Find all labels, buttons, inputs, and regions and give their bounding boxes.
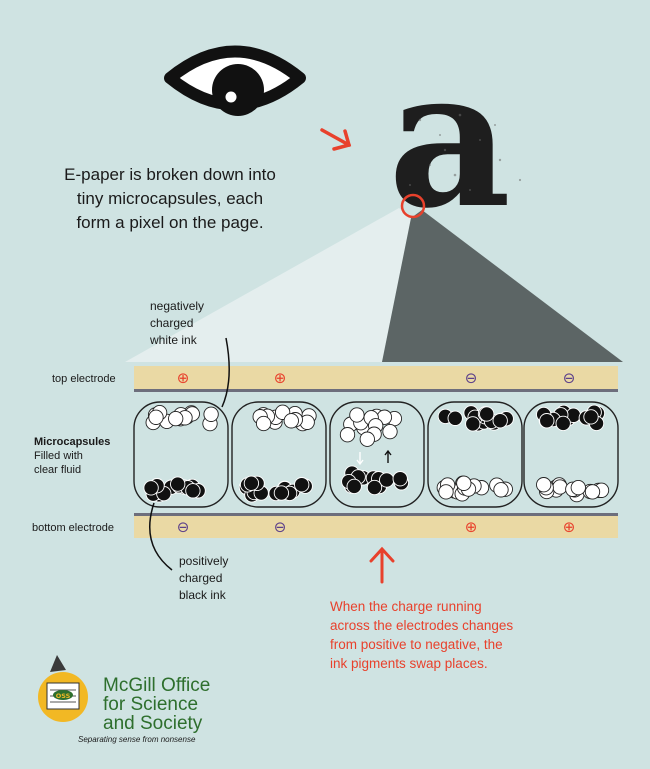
negative-ink-leader [221, 337, 230, 408]
logo-line-1: McGill Office [103, 675, 211, 696]
logo-tagline: Separating sense from nonsense [78, 735, 196, 744]
white-ink-particle [339, 427, 356, 443]
black-ink-particle [465, 416, 481, 432]
positive-charge-icon: ⊕ [177, 369, 190, 387]
positive-ink-line-1: positively [179, 554, 229, 568]
black-ink-particle [539, 413, 555, 429]
black-ink-particle [170, 476, 186, 492]
microcapsule [427, 401, 523, 508]
negative-ink-line-2: charged [150, 316, 194, 330]
positive-ink-line-2: charged [179, 571, 223, 585]
white-ink-particle [456, 475, 472, 491]
black-ink-particle [555, 415, 571, 432]
microcapsule [329, 401, 425, 508]
white-ink-particle [493, 482, 509, 498]
black-ink-particle [447, 410, 463, 426]
microcapsule [231, 401, 327, 508]
zoom-cone-light [125, 208, 411, 362]
white-ink-particle [203, 406, 219, 422]
top-electrode-label: top electrode [52, 373, 116, 385]
logo-line-2: for Science [103, 694, 199, 715]
caption-line-2: across the electrodes changes [330, 618, 514, 633]
bottom-electrode-label: bottom electrode [32, 522, 114, 534]
logo-line-3: and Society [103, 713, 203, 734]
black-ink-particle [143, 480, 159, 496]
eye-icon [164, 45, 306, 116]
negative-charge-icon: ⊖ [563, 369, 576, 387]
black-ink-particle [346, 478, 362, 495]
positive-charge-icon: ⊕ [274, 369, 287, 387]
bottom-electrode-bar [134, 516, 618, 538]
black-ink-particle [185, 483, 201, 499]
white-ink-particle [536, 477, 552, 493]
white-ink-particle [584, 484, 601, 500]
intro-line-3: form a pixel on the page. [76, 213, 264, 232]
positive-charge-icon: ⊕ [465, 518, 478, 536]
negative-charge-icon: ⊖ [274, 518, 287, 536]
negative-charge-icon: ⊖ [177, 518, 190, 536]
arrow-up-icon [369, 546, 395, 584]
letter-texture [409, 113, 522, 191]
negative-charge-icon: ⊖ [465, 369, 478, 387]
oss-logo-icon: OSS [38, 655, 88, 722]
white-ink-particle [255, 415, 272, 432]
top-electrode-bar [134, 366, 618, 389]
microcapsules-sub-2: clear fluid [34, 464, 82, 476]
black-ink-particle [583, 409, 599, 425]
arrow-right-icon [320, 128, 352, 151]
intro-line-2: tiny microcapsules, each [76, 189, 264, 208]
caption-line-4: ink pigments swap places. [330, 656, 488, 671]
white-ink-particle [552, 479, 568, 495]
black-ink-particle [294, 477, 310, 493]
white-ink-particle [570, 479, 586, 496]
white-ink-particle [349, 407, 365, 423]
magnify-circle [400, 193, 426, 219]
caption-line-3: from positive to negative, the [330, 637, 503, 652]
capsule-row [133, 401, 619, 508]
intro-text: E-paper is broken down into tiny microca… [30, 163, 310, 235]
oss-badge-text: OSS [56, 692, 71, 700]
black-ink-particle [392, 471, 408, 487]
positive-ink-leader [149, 502, 173, 571]
positive-ink-label: positively charged black ink [179, 553, 228, 604]
microcapsules-title: Microcapsules [34, 436, 111, 448]
white-ink-particle [148, 409, 164, 425]
white-ink-particle [359, 431, 375, 447]
negative-ink-line-3: white ink [150, 333, 197, 347]
white-ink-particle [168, 410, 184, 427]
microcapsule [523, 401, 619, 508]
black-ink-particle [366, 479, 383, 496]
black-ink-particle [273, 485, 290, 501]
white-ink-particle [438, 484, 454, 500]
logo-wordmark: McGill Office for Science and Society [103, 676, 210, 733]
positive-charge-icon: ⊕ [563, 518, 576, 536]
white-ink-particle [283, 413, 299, 429]
black-ink-particle [479, 406, 495, 422]
black-ink-particle [243, 475, 260, 491]
microcapsule [133, 401, 229, 508]
swap-arrows-icon [356, 449, 392, 466]
white-ink-particle [382, 423, 398, 440]
zoom-cone-dark [382, 210, 623, 362]
swap-caption: When the charge running across the elect… [330, 597, 630, 673]
negative-ink-label: negatively charged white ink [150, 298, 204, 349]
caption-line-1: When the charge running [330, 599, 482, 614]
microcapsules-subtitle: Filled with clear fluid [34, 449, 83, 477]
intro-line-1: E-paper is broken down into [64, 165, 276, 184]
microcapsules-sub-1: Filled with [34, 450, 83, 462]
positive-ink-line-3: black ink [179, 588, 226, 602]
letter-a: a [388, 27, 511, 250]
black-ink-particle [492, 413, 508, 429]
negative-ink-line-1: negatively [150, 299, 205, 313]
